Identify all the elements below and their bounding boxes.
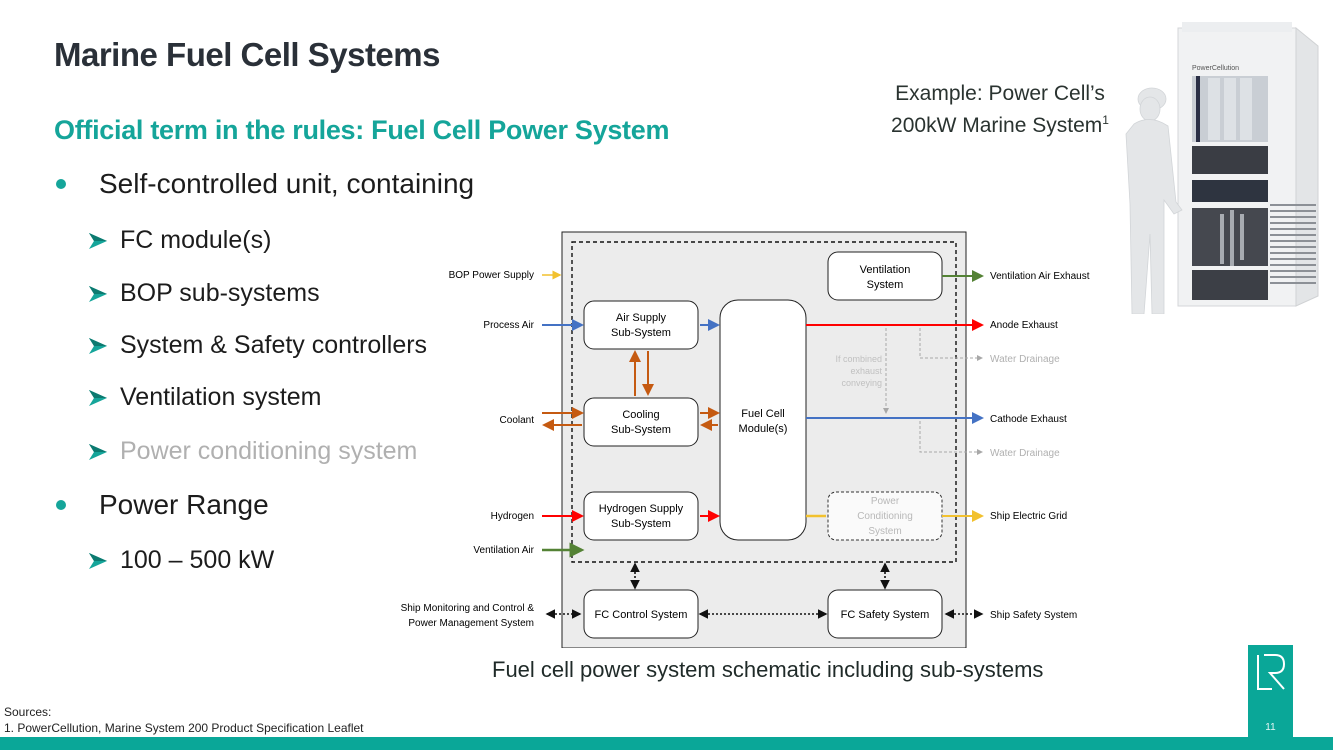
example-line-1: Example: Power Cell’s	[895, 82, 1105, 105]
svg-text:FC Control System: FC Control System	[595, 609, 688, 621]
bullet-label: Self-controlled unit, containing	[99, 168, 475, 199]
output-water-drainage-1-label: Water Drainage	[990, 354, 1060, 365]
sub-item-label: BOP sub-systems	[120, 279, 320, 307]
fc-power-system-boundary	[571, 241, 957, 563]
svg-text:Ventilation: Ventilation	[860, 264, 911, 276]
source-item: 1. PowerCellution, Marine System 200 Pro…	[4, 721, 364, 735]
sub-item-power-conditioning: Power conditioning system	[88, 437, 417, 466]
bullet-dot-icon	[56, 179, 66, 189]
footnote-ref: 1	[1102, 113, 1109, 127]
example-caption: Example: Power Cell’s 200kW Marine Syste…	[880, 80, 1120, 139]
arrow-bullet-icon	[89, 285, 107, 302]
svg-text:Conditioning: Conditioning	[857, 511, 913, 522]
svg-text:System: System	[868, 526, 901, 537]
block-air-supply: Air Supply Sub-System	[583, 300, 699, 350]
sub-item-label: System & Safety controllers	[120, 331, 428, 359]
block-fc-safety-system: FC Safety System	[827, 589, 943, 639]
svg-text:Air Supply: Air Supply	[616, 312, 667, 324]
sub-item-ventilation: Ventilation system	[88, 383, 322, 412]
sub-item-power-range: 100 – 500 kW	[88, 546, 274, 575]
sub-item-label: Ventilation system	[120, 383, 322, 411]
input-coolant-label: Coolant	[500, 415, 535, 426]
input-hydrogen-label: Hydrogen	[491, 511, 534, 522]
sub-item-bop: BOP sub-systems	[88, 279, 320, 308]
bullet-dot-icon	[56, 500, 66, 510]
svg-text:Power: Power	[871, 496, 900, 507]
lr-logo	[1248, 645, 1293, 750]
input-bop-power-label: BOP Power Supply	[449, 270, 534, 281]
arrow-bullet-icon	[89, 232, 107, 249]
svg-text:Cooling: Cooling	[622, 409, 659, 421]
sources: Sources: 1. PowerCellution, Marine Syste…	[4, 704, 364, 736]
note-line-1: If combined	[835, 354, 882, 364]
lr-logo-icon	[1257, 654, 1286, 690]
bullet-self-controlled: Self-controlled unit, containing	[54, 168, 474, 200]
slide-title: Marine Fuel Cell Systems	[54, 36, 440, 73]
water-drainage-2-line	[919, 421, 983, 455]
block-cooling: Cooling Sub-System	[583, 397, 699, 447]
example-line-2: 200kW Marine System1	[880, 107, 1120, 139]
arrow-bullet-icon	[89, 389, 107, 406]
sub-item-controllers: System & Safety controllers	[88, 331, 427, 360]
input-process-air-label: Process Air	[483, 320, 534, 331]
block-fuel-cell-module: Fuel Cell Module(s)	[719, 299, 807, 541]
svg-text:System: System	[867, 279, 904, 291]
page-number: 11	[1265, 722, 1276, 733]
output-ship-grid-label: Ship Electric Grid	[990, 511, 1067, 522]
output-ship-safety-label: Ship Safety System	[990, 610, 1077, 621]
block-ventilation-system: Ventilation System	[827, 251, 943, 301]
footer-bar	[0, 737, 1333, 750]
product-image: PowerCellution	[1125, 22, 1319, 314]
output-water-drainage-2-label: Water Drainage	[990, 448, 1060, 459]
output-cathode-exhaust-label: Cathode Exhaust	[990, 414, 1067, 425]
sub-item-fc-module: FC module(s)	[88, 226, 271, 255]
diagram-caption: Fuel cell power system schematic includi…	[492, 657, 1044, 682]
input-ventilation-air-label: Ventilation Air	[473, 545, 534, 556]
note-line-3: conveying	[841, 378, 882, 388]
block-fc-control-system: FC Control System	[583, 589, 699, 639]
svg-text:Sub-System: Sub-System	[611, 327, 671, 339]
sub-item-label: 100 – 500 kW	[120, 546, 275, 574]
note-line-2: exhaust	[850, 366, 882, 376]
bullet-label: Power Range	[99, 489, 269, 520]
example-line-2-text: 200kW Marine System	[891, 114, 1103, 137]
sources-heading: Sources:	[4, 705, 52, 719]
input-ship-monitoring-label-1: Ship Monitoring and Control &	[401, 603, 535, 614]
svg-text:Hydrogen Supply: Hydrogen Supply	[599, 503, 684, 515]
arrow-bullet-icon	[89, 337, 107, 354]
arrow-bullet-icon	[89, 552, 107, 569]
svg-text:Module(s): Module(s)	[739, 423, 788, 435]
product-brand: PowerCellution	[1192, 65, 1239, 72]
block-hydrogen-supply: Hydrogen Supply Sub-System	[583, 491, 699, 541]
svg-text:FC Safety System: FC Safety System	[841, 609, 930, 621]
bullet-power-range: Power Range	[54, 489, 269, 521]
sub-item-label: FC module(s)	[120, 226, 272, 254]
fc-power-system-schematic: Ventilation System Air Supply Sub-System…	[401, 231, 1090, 648]
input-ship-monitoring-label-2: Power Management System	[408, 618, 534, 629]
water-drainage-1-line	[919, 328, 983, 361]
sub-item-label: Power conditioning system	[120, 437, 418, 465]
svg-text:Sub-System: Sub-System	[611, 424, 671, 436]
svg-text:Sub-System: Sub-System	[611, 518, 671, 530]
svg-text:Fuel Cell: Fuel Cell	[741, 408, 784, 420]
slide-subtitle: Official term in the rules: Fuel Cell Po…	[54, 115, 670, 145]
output-anode-exhaust-label: Anode Exhaust	[990, 320, 1058, 331]
output-ventilation-exhaust-label: Ventilation Air Exhaust	[990, 271, 1090, 282]
arrow-bullet-icon	[89, 443, 107, 460]
block-power-conditioning: Power Conditioning System	[827, 491, 943, 541]
